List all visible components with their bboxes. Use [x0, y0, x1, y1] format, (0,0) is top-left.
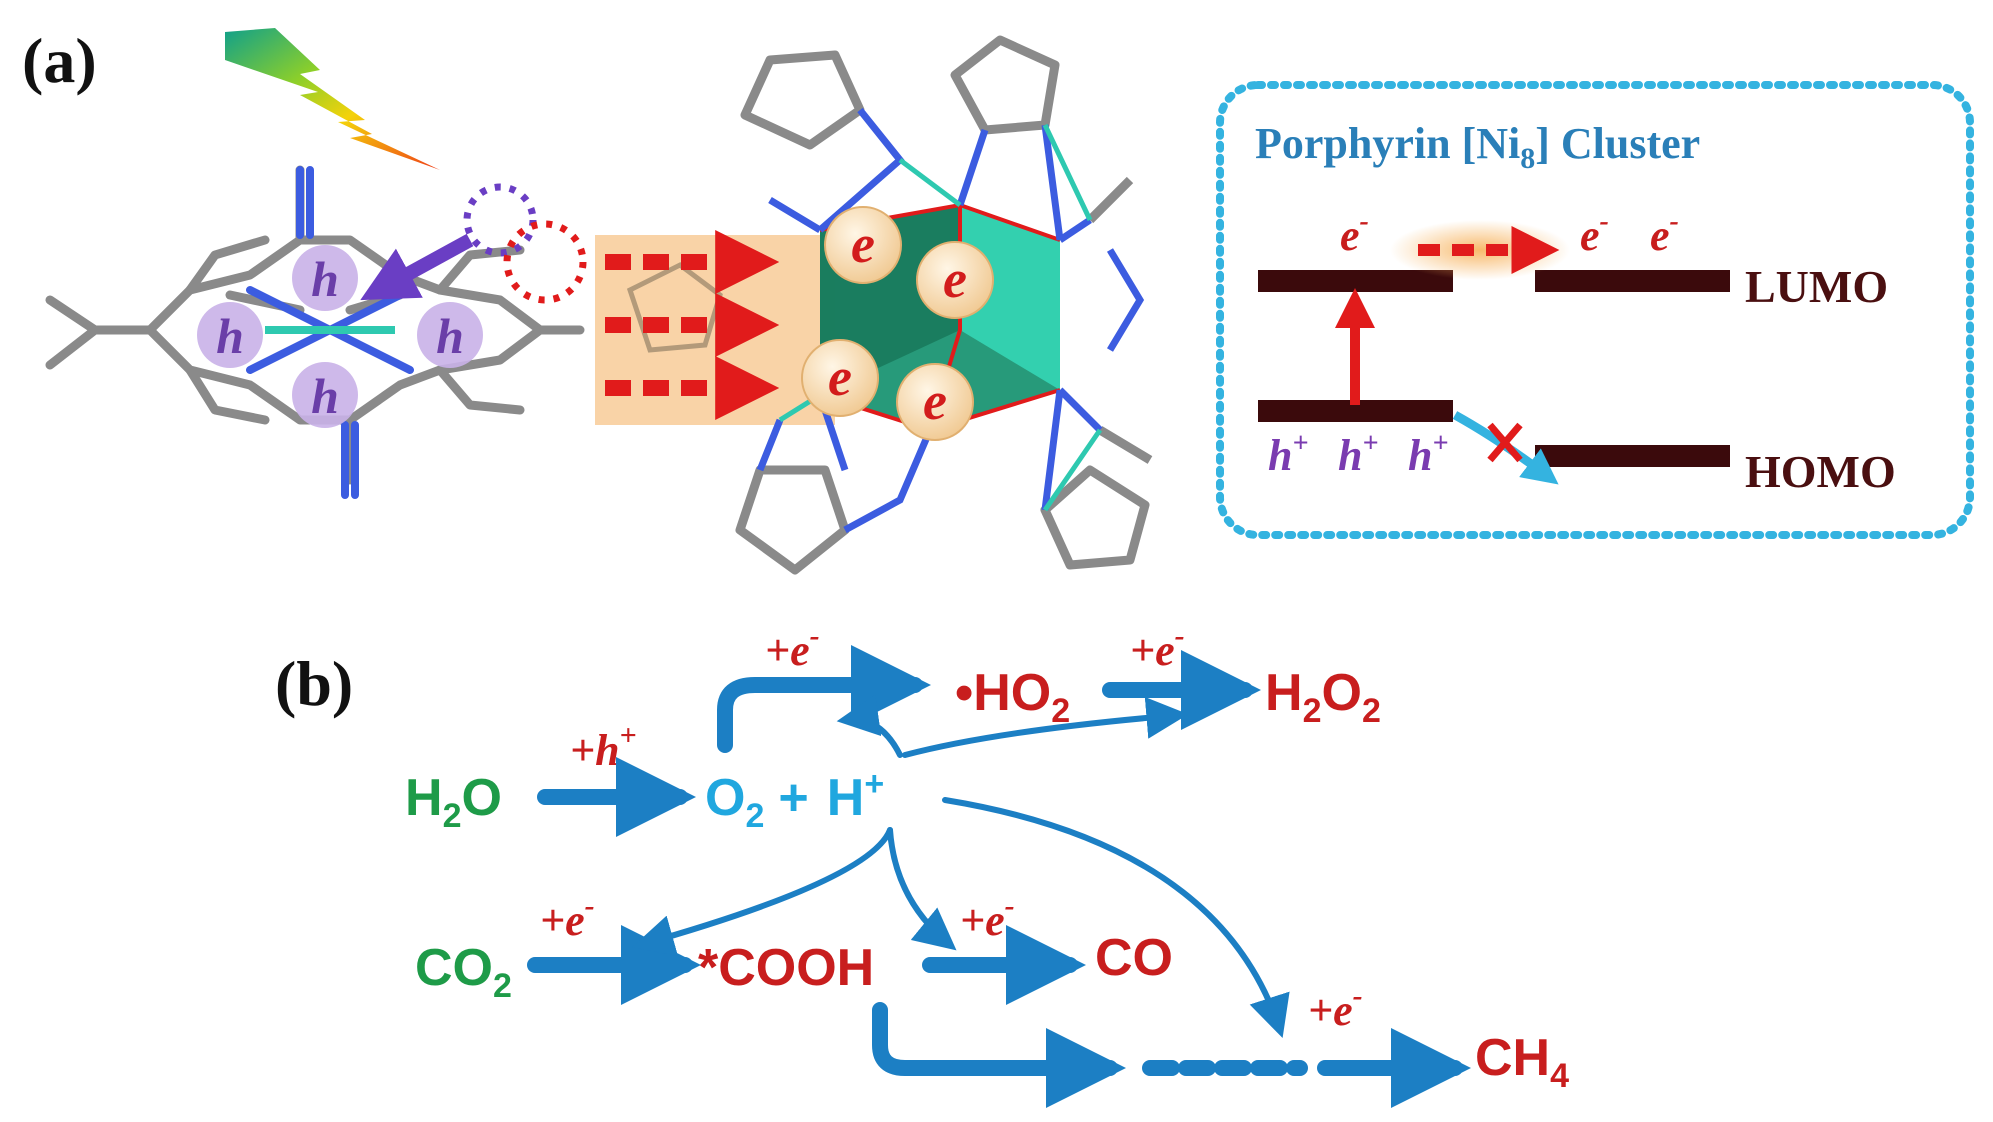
homo-label: HOMO	[1745, 446, 1896, 497]
hole-transfer-arrow	[360, 233, 474, 301]
hole-ball	[417, 302, 483, 368]
hole-plus: h+	[1408, 428, 1448, 480]
label-plus-e: +e-	[1308, 979, 1363, 1035]
charge-transfer-glow	[595, 235, 835, 425]
species-ch4: CH4	[1475, 1029, 1569, 1095]
cluster-electron: e-	[1650, 206, 1679, 260]
hole-ball	[197, 302, 263, 368]
hole-label: h	[311, 251, 339, 307]
porphyrin-lumo-bar	[1258, 270, 1453, 292]
electron-ball	[896, 363, 974, 441]
species-cooh: *COOH	[698, 939, 874, 997]
electron-label: e	[943, 249, 967, 309]
porphyrin-electron: e-	[1340, 206, 1369, 260]
hole-label: h	[436, 308, 464, 364]
electron-ball	[824, 206, 902, 284]
energy-box-title: Porphyrin [Ni8] Cluster	[1255, 119, 1700, 175]
species-co2: CO2	[415, 939, 512, 1005]
proton-arrow-to-ch4	[942, 797, 1290, 1038]
hole-label: h	[311, 368, 339, 424]
species-h2o: H2O	[405, 769, 502, 835]
hole-ball	[292, 245, 358, 311]
porphyrin-homo-bar	[1258, 400, 1453, 422]
label-plus-e: +e-	[540, 889, 595, 945]
hole-dotted-circle	[463, 183, 537, 257]
electron-transfer-arrows	[605, 230, 780, 420]
proton-arrow-to-co	[887, 827, 957, 951]
hole-ball	[292, 362, 358, 428]
electron-ball	[916, 241, 994, 319]
proton-arrows	[631, 694, 1290, 1038]
species-ho2: •HO2	[955, 664, 1070, 730]
proton-arrow-to-h2o2	[902, 696, 1189, 758]
hole-plus: h+	[1268, 428, 1308, 480]
electron-ball	[801, 339, 879, 417]
label-plus-e: +e-	[960, 889, 1015, 945]
transfer-glow	[1390, 220, 1570, 280]
electron-label: e	[828, 347, 852, 407]
electron-label: e	[923, 371, 947, 431]
species-co: CO	[1095, 929, 1173, 987]
panel-b: (b) H2O O2+H+ •HO2 H2O2 CO2 *COOH CO CH4…	[275, 619, 1569, 1108]
proton-arrow-to-cooh	[631, 827, 893, 957]
panel-b-label: (b)	[275, 648, 353, 719]
panel-a-label: (a)	[22, 25, 97, 96]
energy-level-box: Porphyrin [Ni8] Cluster LUMO HOMO e- e- …	[1216, 81, 1974, 539]
species-o2-hplus: O2+H+	[705, 765, 884, 835]
electron-dotted-circle	[503, 220, 587, 304]
species-h2o2: H2O2	[1265, 664, 1381, 730]
label-plus-e: +e-	[765, 619, 820, 675]
hole-label: h	[216, 308, 244, 364]
hole-plus: h+	[1338, 428, 1378, 480]
arrow-cooh-branch	[872, 1002, 1126, 1108]
label-plus-h: +h+	[570, 719, 637, 775]
light-bolt-icon	[225, 28, 440, 170]
linker-ring	[626, 262, 723, 353]
label-plus-e: +e-	[1130, 619, 1185, 675]
porphyrin-molecule	[45, 165, 585, 485]
electron-label: e	[851, 214, 875, 274]
reaction-arrows	[527, 645, 1471, 1108]
energy-box-border	[1216, 81, 1974, 539]
proton-arrow-to-ho2	[836, 694, 903, 758]
lumo-label: LUMO	[1745, 261, 1888, 312]
cluster-homo-bar	[1535, 445, 1730, 467]
electron-balls: e e e e	[801, 206, 994, 441]
arrow-o2-to-ho2	[717, 645, 931, 753]
cluster-lumo-bar	[1535, 270, 1730, 292]
hole-balls: h h h h	[197, 245, 483, 428]
blocked-cross-icon	[1487, 422, 1523, 463]
cluster-electron: e-	[1580, 206, 1609, 260]
panel-a: (a) h h h h	[22, 25, 1974, 575]
